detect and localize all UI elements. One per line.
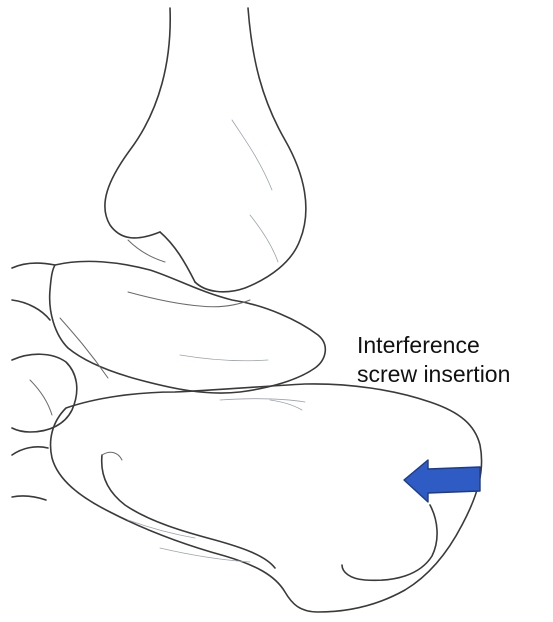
arrow-icon: [404, 460, 480, 502]
annotation-line-2: screw insertion: [357, 362, 510, 387]
tibia-bone: [105, 8, 306, 292]
calcaneus-bone: [51, 384, 482, 612]
annotation-line-1: Interference: [357, 333, 480, 358]
navicular-bone: [12, 263, 77, 500]
talus-bone: [50, 261, 326, 393]
